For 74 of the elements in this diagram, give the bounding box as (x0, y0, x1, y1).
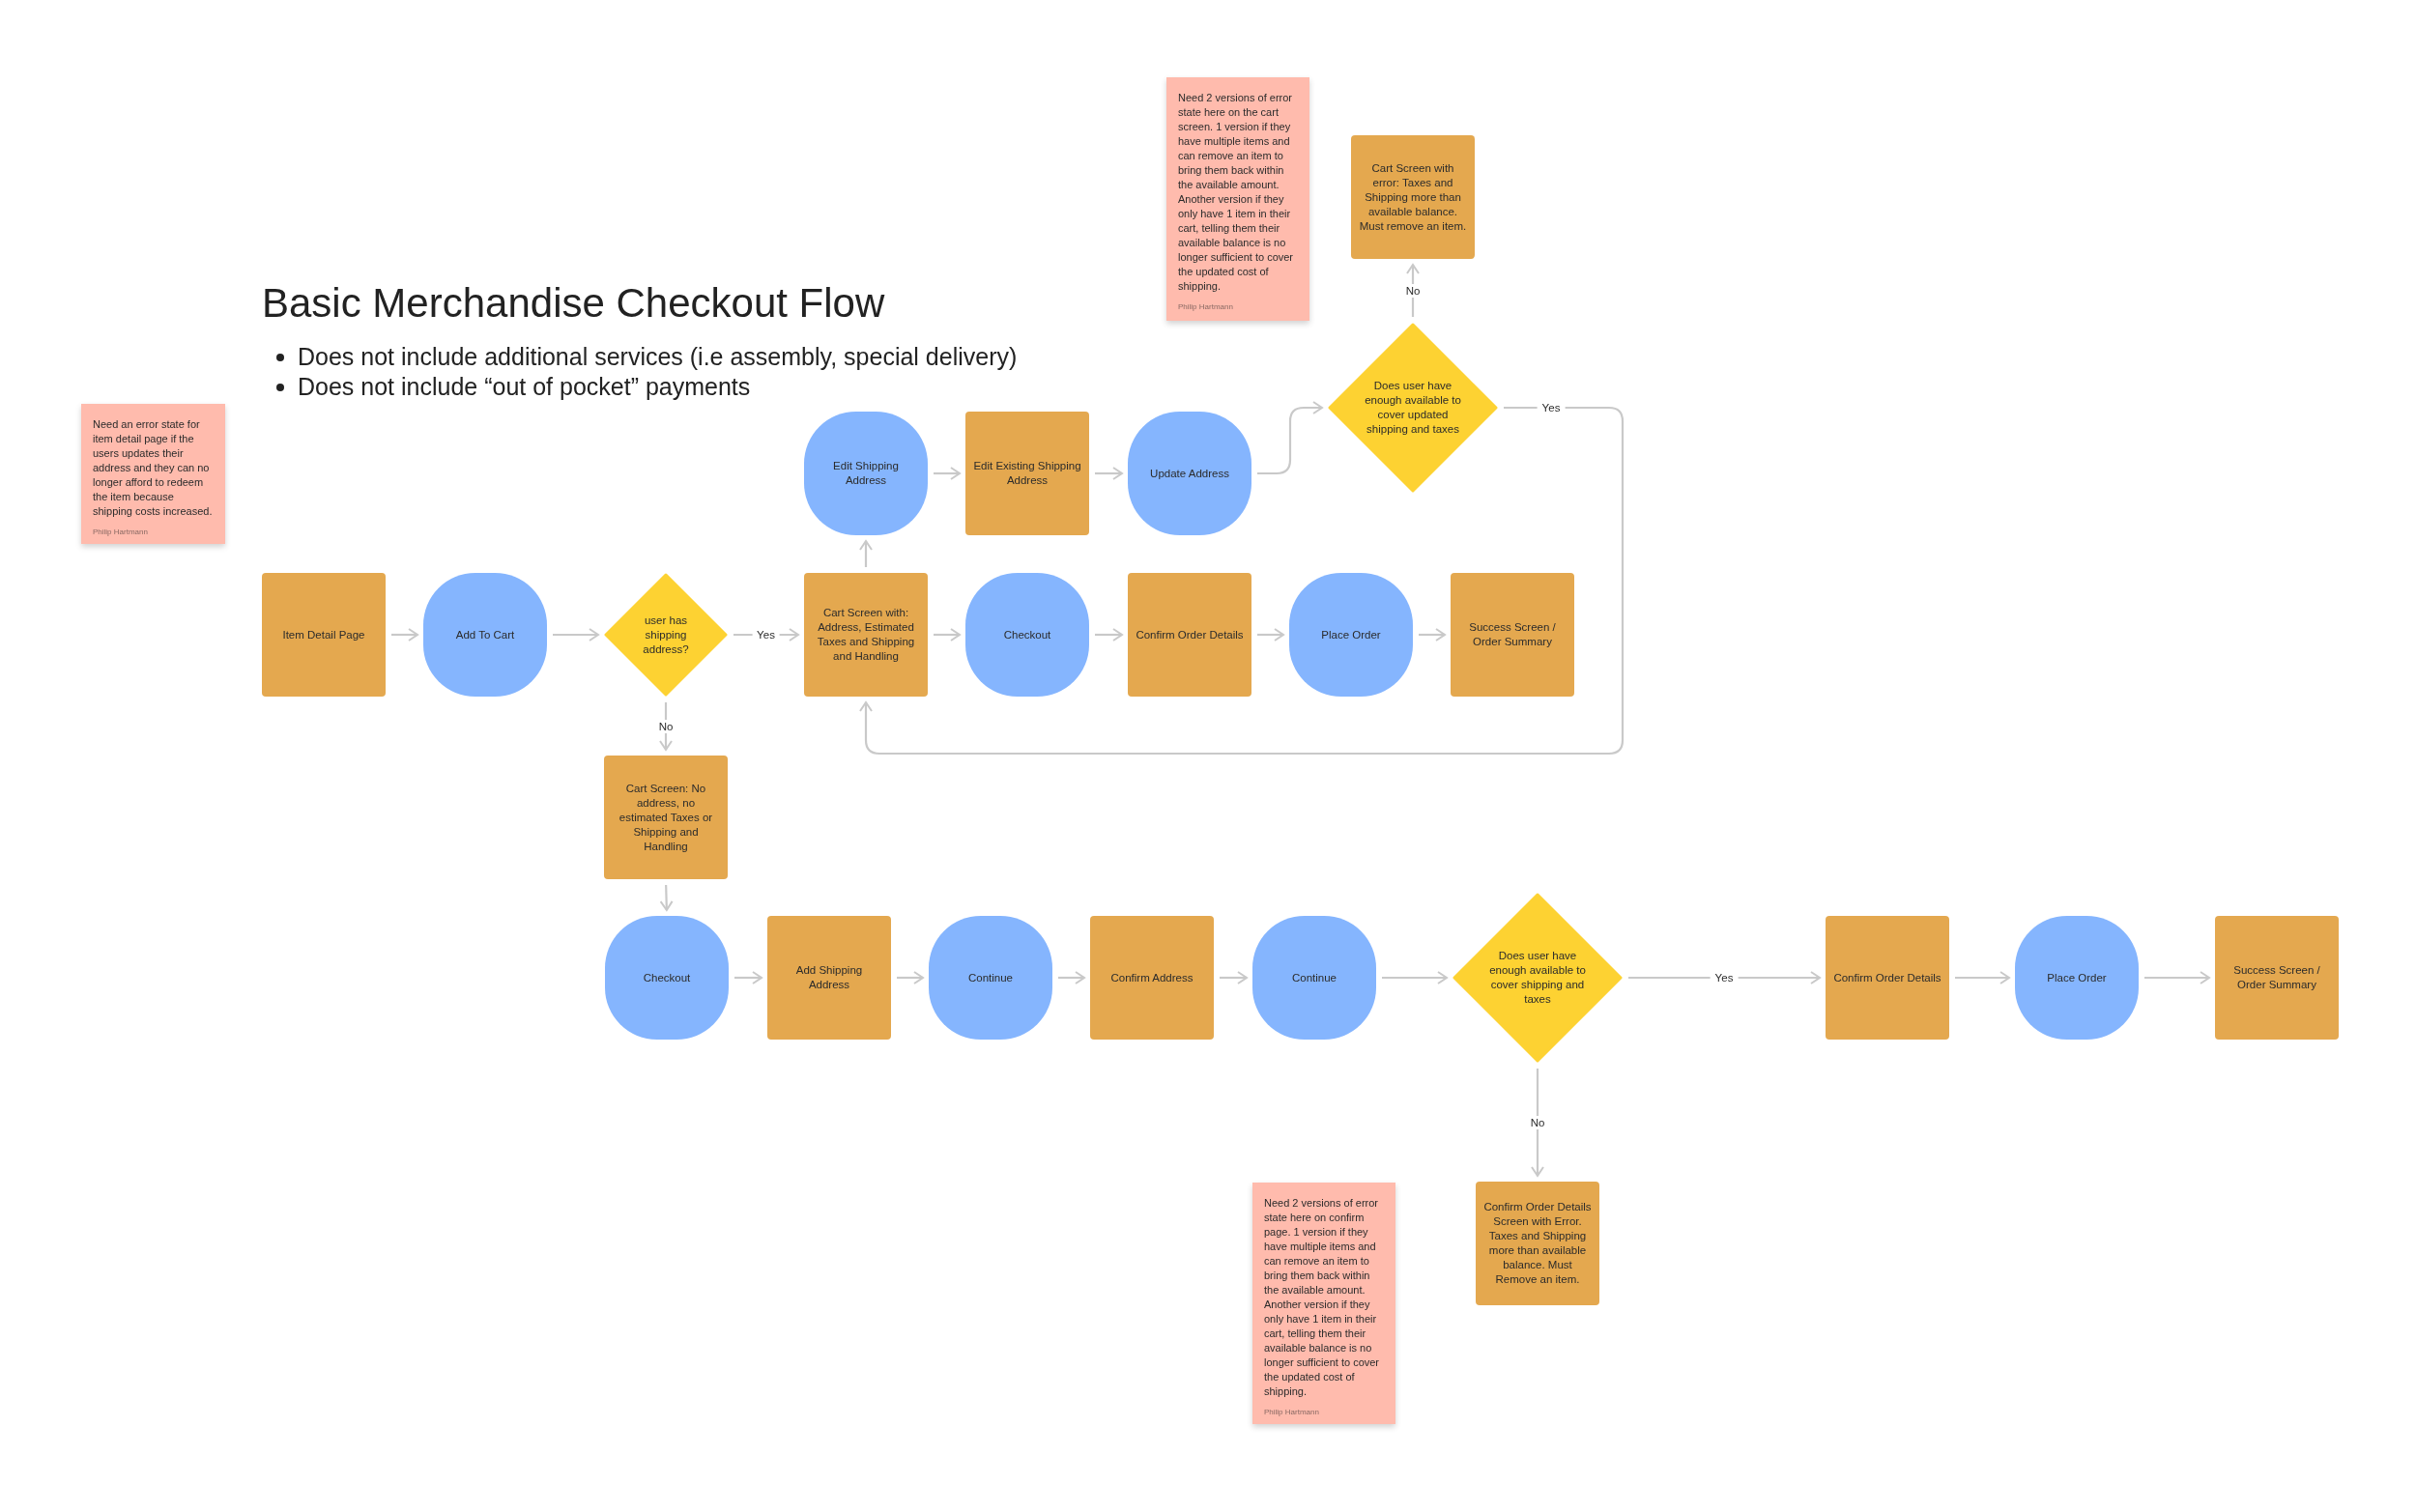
arrow (553, 628, 599, 642)
arrow (1955, 971, 2010, 984)
note-author: Philip Hartmann (1264, 1407, 1319, 1417)
sticky-note (81, 404, 225, 544)
arrow (1220, 971, 1248, 984)
screen-box (965, 412, 1089, 535)
arrow (934, 467, 961, 480)
arrow (934, 628, 961, 642)
node-label: Edit Shipping Address (832, 459, 900, 488)
screen-box (1128, 573, 1251, 697)
arrow (897, 971, 924, 984)
node-label: Confirm Address (1110, 970, 1194, 985)
bullet-note: Does not include “out of pocket” payments (298, 372, 751, 402)
node-label: Place Order (1321, 627, 1381, 642)
note-author: Philip Hartmann (1178, 301, 1233, 312)
node-label: Cart Screen with error: Taxes and Shipping more than available balance. Must remove an item. (1359, 160, 1467, 234)
node-label: Add Shipping Address (794, 963, 864, 992)
note-text: Need 2 versions of error state here on confirm page. 1 version if they have multiple items and can remove an item to bring them back within the available amount. Another version if they only have 1 item in their cart, telling them their available balance is no longer sufficient to cover the updated cost of shipping. (1264, 1196, 1381, 1399)
node-label: Cart Screen: No address, no estimated Taxes or Shipping and Handling (618, 781, 714, 854)
arrow (391, 628, 418, 642)
bullet-note: Does not include additional services (i.e assembly, special delivery) (298, 342, 1018, 372)
note-author: Philip Hartmann (93, 527, 148, 537)
arrow (859, 406, 1625, 756)
node-label: Continue (1291, 970, 1337, 985)
arrow (1531, 1069, 1544, 1177)
arrow (1095, 628, 1123, 642)
arrow (1058, 971, 1085, 984)
node-label: Add To Cart (455, 627, 515, 642)
node-label: Checkout (643, 970, 691, 985)
screen-box (804, 573, 928, 697)
arrow (859, 540, 873, 567)
node-label: Success Screen / Order Summary (2232, 963, 2321, 992)
node-label: Does user have enough available to cover shipping and taxes (1488, 949, 1587, 1007)
decision-diamond (1328, 323, 1498, 493)
screen-box (1826, 916, 1949, 1040)
arrow (1095, 467, 1123, 480)
decision-diamond (604, 573, 728, 697)
node-label: Item Detail Page (282, 627, 365, 642)
diagram-title: Basic Merchandise Checkout Flow (262, 280, 885, 327)
arrow (1419, 628, 1446, 642)
sticky-note (1166, 77, 1309, 321)
node-label: user has shipping address? (642, 613, 690, 657)
arrow (659, 884, 674, 911)
arrow (734, 971, 762, 984)
node-label: Confirm Order Details (1833, 970, 1941, 985)
arrow (1257, 401, 1323, 475)
screen-box (604, 756, 728, 879)
node-label: Cart Screen with: Address, Estimated Taxes and Shipping and Handling (816, 606, 916, 664)
node-label: Success Screen / Order Summary (1468, 620, 1557, 649)
node-label: Does user have enough available to cover updated shipping and taxes (1364, 379, 1462, 437)
arrow (2144, 971, 2210, 984)
node-label: Continue (967, 970, 1013, 985)
node-label: Update Address (1150, 466, 1229, 481)
node-label: Confirm Order Details Screen with Error. Taxes and Shipping more than available balance. Must Remove an item. (1483, 1200, 1592, 1287)
node-label: Place Order (2047, 970, 2107, 985)
screen-box (262, 573, 386, 697)
node-label: Edit Existing Shipping Address (973, 459, 1081, 488)
screen-box (1090, 916, 1214, 1040)
edge-label: Yes (1710, 971, 1739, 984)
edge-label: Yes (1537, 401, 1566, 414)
node-label: Checkout (1003, 627, 1051, 642)
arrow (1382, 971, 1448, 984)
note-text: Need 2 versions of error state here on the cart screen. 1 version if they have multiple items and can remove an item to bring them back within the available amount. Another version if they only have 1 item in their cart, telling them their available balance is no longer sufficient to cover the updated cost of shipping. (1178, 91, 1295, 294)
decision-diamond (1452, 893, 1623, 1063)
screen-box (1451, 573, 1574, 697)
screen-box (1476, 1182, 1599, 1305)
screen-box (1351, 135, 1475, 259)
sticky-note (1252, 1183, 1395, 1424)
arrow (1257, 628, 1284, 642)
note-text: Need an error state for item detail page if the users updates their address and they can no longer afford to redeem the item because shipping costs increased. (93, 417, 214, 519)
node-label: Confirm Order Details (1136, 627, 1244, 642)
screen-box (767, 916, 891, 1040)
screen-box (2215, 916, 2339, 1040)
edge-label: Yes (752, 628, 780, 642)
